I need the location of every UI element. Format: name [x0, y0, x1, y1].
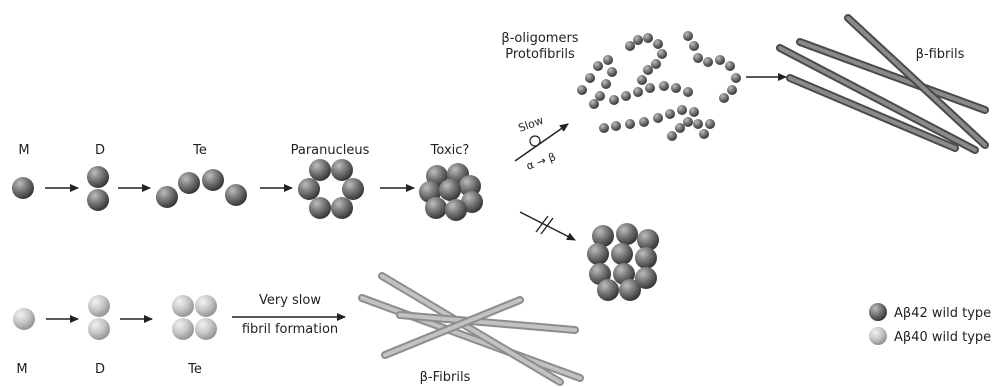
protofibril-bead	[699, 129, 709, 139]
label-slow: Slow	[517, 114, 546, 135]
ab42-toxic-oligomer	[419, 163, 483, 221]
protofibril-bead	[665, 109, 675, 119]
ab40-pathway: Very slow fibril formation M D Te β-Fibr…	[13, 272, 584, 386]
protofibril-bead	[625, 119, 635, 129]
protofibril-bead	[637, 75, 647, 85]
protofibril-bead	[585, 73, 595, 83]
protofibril-bead	[611, 121, 621, 131]
protofibril-bead	[599, 123, 609, 133]
protofibril-bead	[731, 73, 741, 83]
label-toxic: Toxic?	[430, 143, 470, 158]
label-beta-fibrils-top: β-fibrils	[916, 47, 965, 62]
protofibril-bead	[593, 61, 603, 71]
label-protofibrils: Protofibrils	[505, 47, 575, 62]
legend-item-ab42: Aβ42 wild type	[869, 303, 991, 321]
protofibril-bead	[643, 33, 653, 43]
ab42-tetramer	[156, 169, 247, 208]
protofibril-bead	[657, 49, 667, 59]
protofibril-bead	[609, 95, 619, 105]
protofibril-bead	[727, 85, 737, 95]
protofibril-bead	[633, 35, 643, 45]
protofibril-bead	[653, 39, 663, 49]
legend: Aβ42 wild type Aβ40 wild type	[869, 303, 991, 345]
protofibril-bead	[703, 57, 713, 67]
protofibril-bead	[683, 117, 693, 127]
ab40-dimer	[88, 295, 110, 340]
protofibril-bead	[705, 119, 715, 129]
protofibril-bead	[639, 117, 649, 127]
beta-fibrils-top	[776, 14, 989, 154]
legend-swatch-ab42	[869, 303, 887, 321]
label-beta-fibrils-bottom: β-Fibrils	[420, 370, 471, 385]
label-te-top: Te	[192, 143, 207, 158]
beta-fibrils-bottom	[358, 272, 584, 386]
protofibril-bead	[659, 81, 669, 91]
label-beta-oligomers: β-oligomers	[501, 31, 578, 46]
protofibril-bead	[677, 105, 687, 115]
arrow-to-beta-oligomers	[514, 123, 569, 162]
protofibril-bead	[683, 31, 693, 41]
block-mark-1	[535, 215, 549, 233]
protofibril-bead	[603, 55, 613, 65]
protofibril-bead	[607, 67, 617, 77]
legend-item-ab40: Aβ40 wild type	[869, 327, 991, 345]
slow-loop-icon	[529, 135, 541, 147]
ab42-large-oligomer	[587, 223, 659, 301]
label-d-bottom: D	[95, 362, 105, 377]
ab42-pathway: M D Te Paranucleus Toxic?	[12, 14, 989, 301]
protofibril-bead	[653, 113, 663, 123]
protofibril-bead	[589, 99, 599, 109]
protofibril-bead	[595, 91, 605, 101]
protofibril-bead	[601, 79, 611, 89]
protofibril-bead	[693, 53, 703, 63]
ab42-paranucleus	[298, 159, 364, 219]
label-fibril-formation: fibril formation	[242, 322, 338, 337]
label-d-top: D	[95, 143, 105, 158]
slow-alpha-beta-branch: Slow α → β	[514, 114, 569, 173]
legend-label-ab42: Aβ42 wild type	[894, 306, 991, 321]
legend-label-ab40: Aβ40 wild type	[894, 330, 991, 345]
protofibril-bead	[683, 87, 693, 97]
ab42-dimer	[87, 166, 109, 211]
protofibril-bead	[715, 55, 725, 65]
protofibril-bead	[671, 83, 681, 93]
legend-swatch-ab40	[869, 327, 887, 345]
blocked-branch	[519, 211, 576, 241]
protofibril-bead	[625, 41, 635, 51]
protofibril-bead	[651, 59, 661, 69]
protofibril-bead	[675, 123, 685, 133]
protofibril-bead	[645, 83, 655, 93]
protofibril-bead	[621, 91, 631, 101]
label-alpha-to-beta: α → β	[525, 150, 558, 173]
label-te-bottom: Te	[187, 362, 202, 377]
protofibril-bead	[725, 61, 735, 71]
block-mark-2	[540, 217, 554, 235]
protofibril-bead	[577, 85, 587, 95]
label-m-top: M	[18, 143, 29, 158]
protofibril-bead	[643, 65, 653, 75]
protofibril-bead	[667, 131, 677, 141]
label-m-bottom: M	[16, 362, 27, 377]
protofibril-bead	[633, 87, 643, 97]
protofibril-chains	[577, 31, 741, 141]
protofibril-bead	[689, 107, 699, 117]
protofibril-bead	[693, 119, 703, 129]
ab40-monomer-sphere	[13, 308, 35, 330]
label-paranucleus: Paranucleus	[291, 143, 370, 158]
protofibril-bead	[719, 93, 729, 103]
protofibril-bead	[689, 41, 699, 51]
label-very-slow: Very slow	[259, 293, 321, 308]
ab42-monomer-sphere	[12, 177, 34, 199]
ab40-tetramer	[172, 295, 217, 340]
